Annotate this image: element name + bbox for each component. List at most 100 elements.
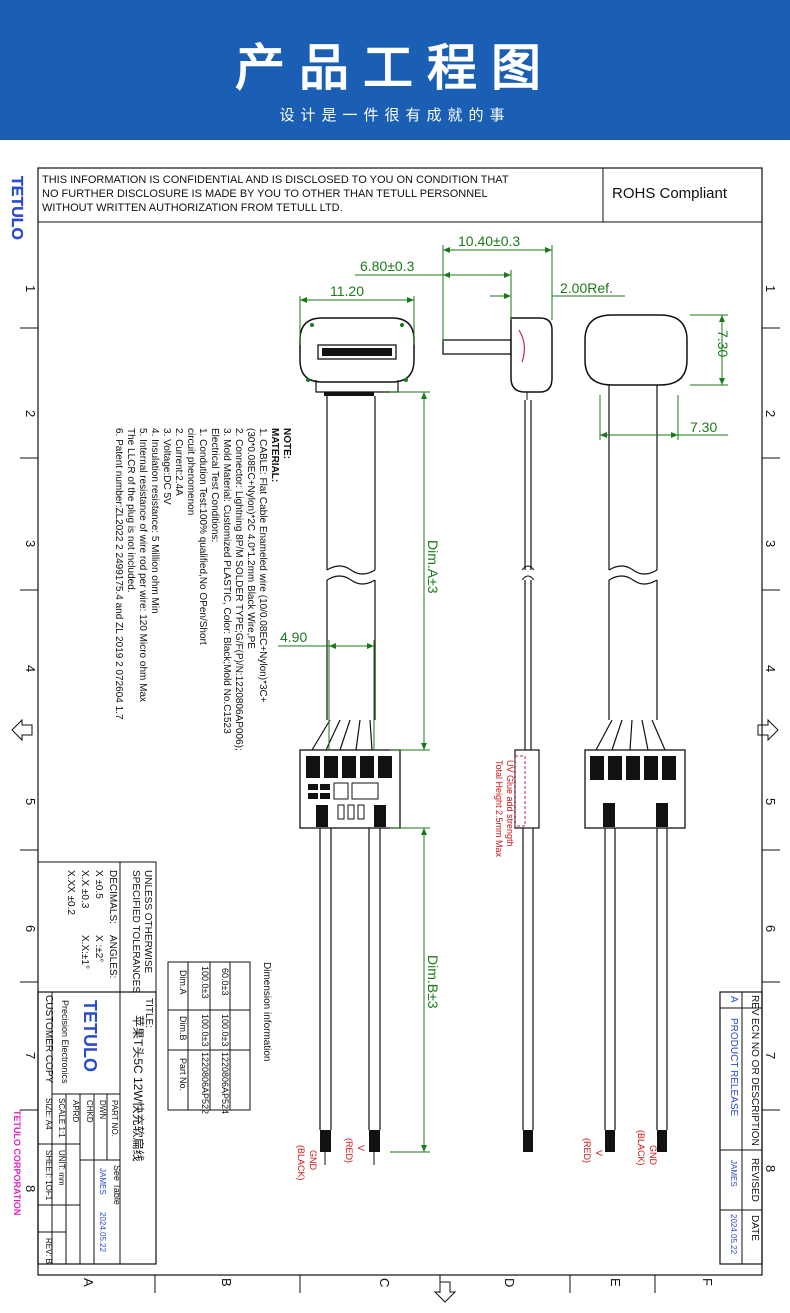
- zone-bottom-b: B: [219, 1278, 234, 1287]
- banner-title: 产品工程图: [235, 39, 555, 97]
- notes-title: NOTE:: [281, 428, 292, 459]
- zone-right-1: 1: [763, 285, 778, 292]
- tolerance-block: UNLESS OTHERWISE SPECIFIED TOLERANCES DE…: [37, 861, 157, 993]
- dim-a: Dim.A±3: [425, 540, 441, 594]
- drawer-name: JAMES: [98, 1168, 107, 1195]
- right-red-label: (RED): [582, 1138, 592, 1163]
- zone-left-8: 8: [23, 1185, 38, 1192]
- center-arrow-bottom-icon: [433, 1281, 457, 1303]
- center-arrow-left-icon: [11, 718, 33, 742]
- zone-left-1: 1: [23, 285, 38, 292]
- left-v-label: V: [356, 1145, 366, 1151]
- customer-copy: CUSTOMER COPY: [43, 995, 54, 1083]
- zone-left-6: 6: [23, 925, 38, 932]
- zone-right-2: 2: [763, 410, 778, 417]
- zone-right-3: 3: [763, 540, 778, 547]
- left-red-label: (RED): [344, 1138, 354, 1163]
- dim-table-r2-part: 1220806AP522: [200, 1052, 210, 1114]
- tol-angles: ANGLES:: [107, 935, 118, 978]
- dim-7-30-horizontal: 7.30: [690, 419, 717, 435]
- zone-left-7: 7: [23, 1052, 38, 1059]
- zone-left-2: 2: [23, 410, 38, 417]
- part-no-label: PART NO.: [110, 1100, 119, 1137]
- precision-label: Precision Electronics: [60, 1000, 70, 1084]
- corporation-label: TETULO CORPORATION: [12, 1110, 22, 1215]
- confidential-line-3: WITHOUT WRITTEN AUTHORIZATION FROM TETUL…: [42, 202, 343, 214]
- confidential-line-2: NO FURTHER DISCLOSURE IS MADE BY YOU TO …: [42, 188, 488, 200]
- drawn-date: 2024.05.22: [98, 1212, 107, 1253]
- note-line-4: 3. Mold Material: Customized PLASTIC, Co…: [221, 428, 232, 734]
- note-line-10: 4. Insulation resistance: 5 Million ohm …: [149, 428, 160, 614]
- note-line-3: 2. Connector: Lightning 8P/M SOLDER TYPE…: [233, 428, 244, 751]
- dim-table-r1-part: 1220806AP524: [220, 1052, 230, 1114]
- sheet-label: SHEET: 1OF1: [44, 1150, 53, 1201]
- banner-subtitle: 设计是一件很有成就的事: [279, 106, 511, 124]
- zone-left-3: 3: [23, 540, 38, 547]
- center-arrow-right-icon: [757, 718, 779, 742]
- note-line-13: 6. Patent number:ZL2022 2 2499175.4 and …: [113, 428, 124, 720]
- note-line-7: circuit phenomenon: [185, 428, 196, 515]
- chkd-label: CHKD: [85, 1100, 94, 1123]
- zone-left-4: 4: [23, 665, 38, 672]
- left-black-label: (BLACK): [296, 1145, 306, 1181]
- description-value: PRODUCT RELEASE: [728, 1018, 739, 1117]
- zone-right-5: 5: [763, 798, 778, 805]
- scale-label: SCALE 1:1: [57, 1098, 66, 1138]
- logo-text: TETULO: [8, 176, 25, 240]
- note-line-6: 1. Condution Test:100% qualified,No OPen…: [197, 428, 208, 645]
- dim-table-header-part: Part No.: [178, 1058, 188, 1091]
- rev-value: A: [728, 996, 739, 1003]
- date-header: DATE: [749, 1215, 760, 1241]
- right-v-label: V: [594, 1150, 604, 1156]
- note-line-5: Electrical Test Conditions:: [209, 428, 220, 542]
- connector-front-view: [299, 317, 415, 1165]
- dim-table-r1-a: 60.0±3: [220, 968, 230, 995]
- total-height-label: Total Height 2.5mm Max: [494, 760, 504, 858]
- dimension-lines: [278, 245, 728, 1153]
- dim-table-header-a: Dim.A: [178, 970, 188, 995]
- tol-ang-1: X :±2°: [93, 935, 104, 962]
- dim-2-00-ref: 2.00Ref.: [560, 280, 613, 296]
- notes-block: NOTE: MATERIAL: 1. CABLE: Flat Cable Ena…: [113, 428, 292, 751]
- right-black-label: (BLACK): [636, 1130, 646, 1166]
- dim-table-header-b: Dim.B: [178, 1016, 188, 1041]
- dim-table-title: Dimension information: [261, 962, 272, 1062]
- tol-x: X ±0.5: [93, 870, 104, 899]
- description-header: ECN NO OR DESCRIPTION: [749, 1018, 760, 1146]
- note-line-1: 1. CABLE: Flat Cable Enameled wire (10/0…: [257, 428, 268, 703]
- tol-xxx: X.XX ±0.2: [65, 870, 76, 915]
- dim-table-r1-b: 100.0±3: [220, 1014, 230, 1046]
- tol-heading-2: SPECIFIED TOLERANCES: [130, 870, 141, 993]
- left-gnd-label: GND: [308, 1150, 318, 1171]
- notes-material: MATERIAL:: [269, 428, 280, 482]
- note-line-12: The LLCR of the plug is not included.: [125, 428, 136, 593]
- revised-value: JAMES: [729, 1160, 738, 1187]
- zone-bottom-e: E: [608, 1278, 623, 1287]
- connector-side-view: [442, 317, 553, 1152]
- dim-b: Dim.B±3: [425, 955, 441, 1009]
- size-label: SIZE: A4: [44, 1098, 53, 1130]
- connector-back-view: [584, 314, 688, 1152]
- confidential-line-1: THIS INFORMATION IS CONFIDENTIAL AND IS …: [42, 174, 509, 186]
- banner: 产品工程图 设计是一件很有成就的事: [0, 0, 790, 140]
- unit-label: UNIT: mm: [57, 1150, 66, 1186]
- right-gnd-label: GND: [648, 1145, 658, 1166]
- title-block: TITLE: 苹果T头5C 12W快充软扁线 TETULO Precision …: [12, 991, 157, 1265]
- zone-bottom-a: A: [81, 1278, 96, 1287]
- dim-4-90: 4.90: [280, 629, 307, 645]
- note-line-2: (30*0.08EC+Nylon)*2C 4.0*1.2mm Black Wir…: [245, 428, 256, 649]
- dim-10-40: 10.40±0.3: [458, 233, 520, 249]
- dim-7-30-vertical: 7.30: [715, 330, 731, 357]
- tol-ang-2: X.X:±1°: [79, 935, 90, 969]
- zone-right-7: 7: [763, 1052, 778, 1059]
- aprd-label: APRD: [71, 1100, 80, 1122]
- sheet-border: [37, 167, 763, 1276]
- tol-heading-1: UNLESS OTHERWISE: [142, 870, 153, 973]
- tol-decimals: DECIMALS:: [107, 870, 118, 924]
- title-value: 苹果T头5C 12W快充软扁线: [131, 1015, 146, 1162]
- zone-bottom-f: F: [700, 1278, 715, 1286]
- part-no-value: See Table: [112, 1165, 122, 1205]
- rev-label: REV: B: [44, 1238, 53, 1264]
- dimension-labels: 10.40±0.3 6.80±0.3 11.20 2.00Ref. 7.30 7…: [280, 233, 731, 1009]
